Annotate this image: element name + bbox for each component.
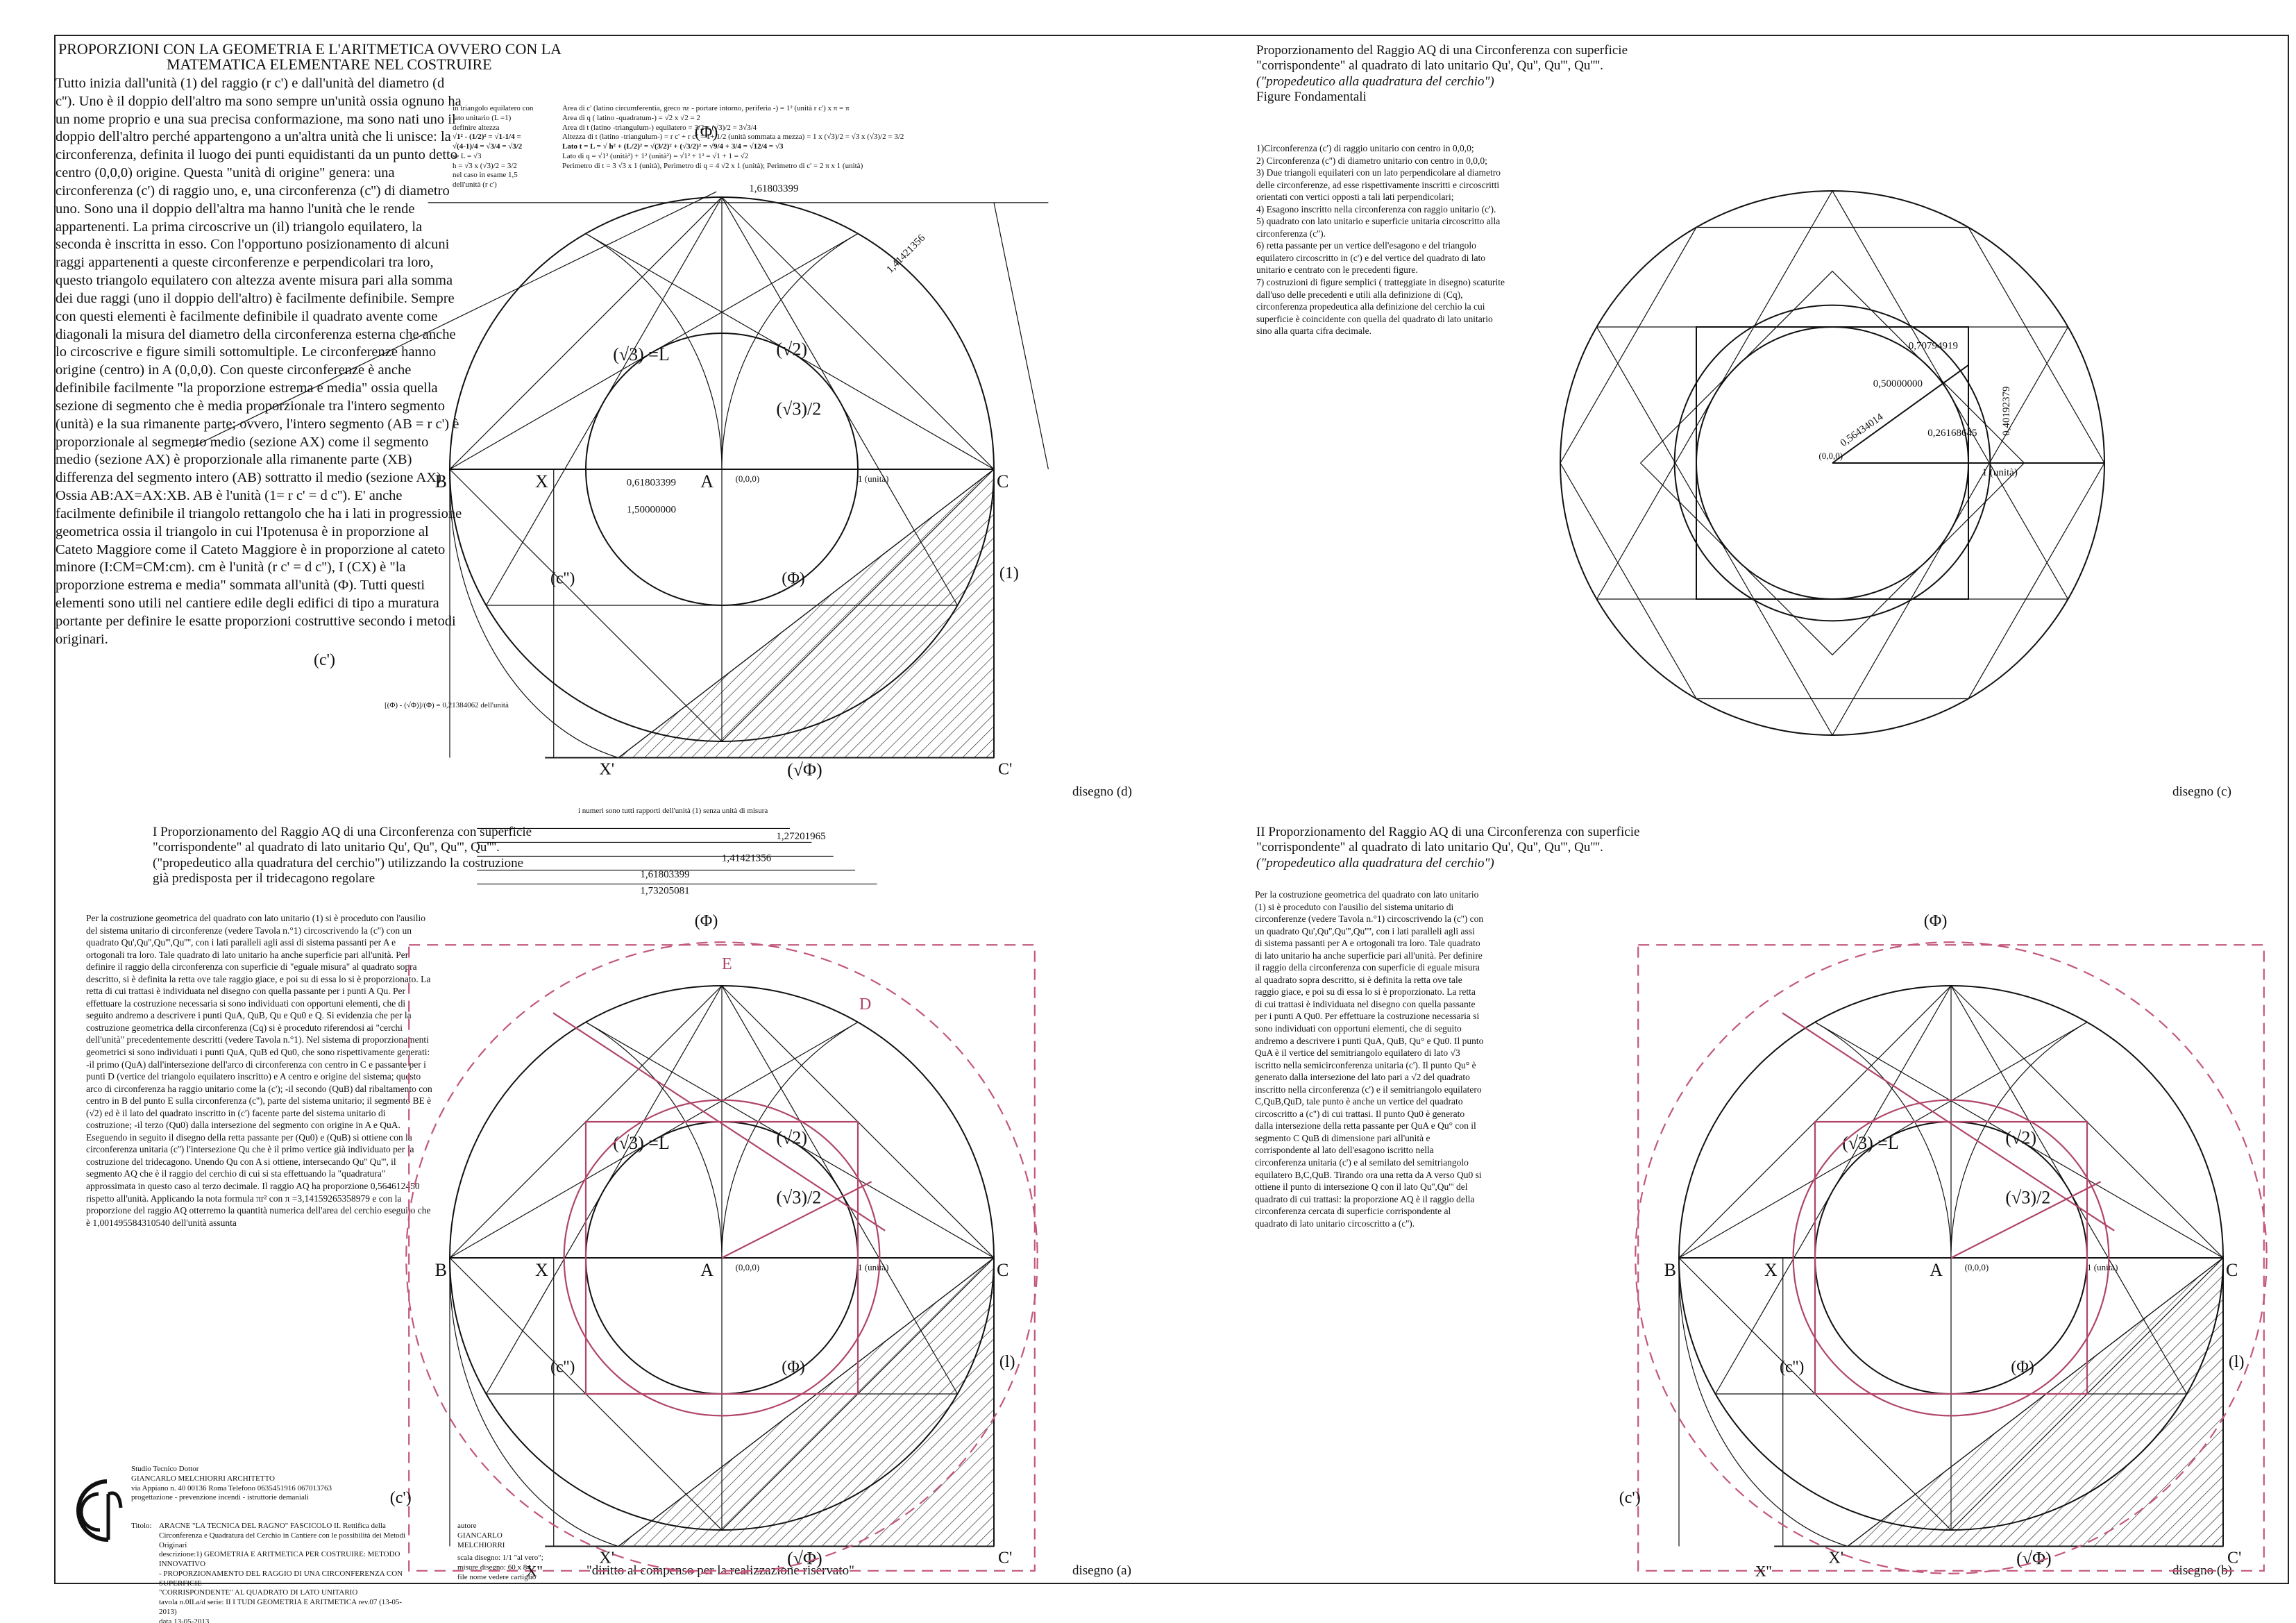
intro-text: Tutto inizia dall'unità (1) del raggio (… [56,76,462,647]
label-disegno-c: disegno (c) [2172,784,2231,799]
main-title-line-1: PROPORZIONI CON LA GEOMETRIA E L'ARITMET… [58,40,562,58]
rights-note: "diritto al compenso per la realizzazion… [586,1563,854,1578]
sheet-border [54,35,2289,1584]
ratio-note: [(Φ) - (√Φ)]/(Φ) = 0,21384062 dell'unità [385,701,509,709]
title-a: I Proporzionamento del Raggio AQ di una … [153,825,532,886]
label-disegno-b: disegno (b) [2172,1563,2233,1578]
units-note: i numeri sono tutti rapporti dell'unità … [578,807,768,815]
label-disegno-a: disegno (a) [1072,1563,1131,1578]
inset-triangle-height: in triangolo equilatero con lato unitari… [453,104,534,189]
label-disegno-d: disegno (d) [1072,784,1133,799]
main-title-line-2: MATEMATICA ELEMENTARE NEL COSTRUIRE [167,56,492,73]
studio-logo-icon [76,1479,123,1542]
formula-block: Area di c' (latino circumferentia, greco… [562,104,904,170]
title-b: II Proporzionamento del Raggio AQ di una… [1256,825,1640,871]
text-b: Per la costruzione geometrica del quadra… [1255,889,1484,1229]
title-block: Studio Tecnico Dottor GIANCARLO MELCHIOR… [58,1465,544,1623]
title-c: Proporzionamento del Raggio AQ di una Ci… [1256,43,1628,105]
text-a: Per la costruzione geometrica del quadra… [86,913,432,1228]
figures-list: 1)Circonferenza (c') di raggio unitario … [1256,143,1505,337]
